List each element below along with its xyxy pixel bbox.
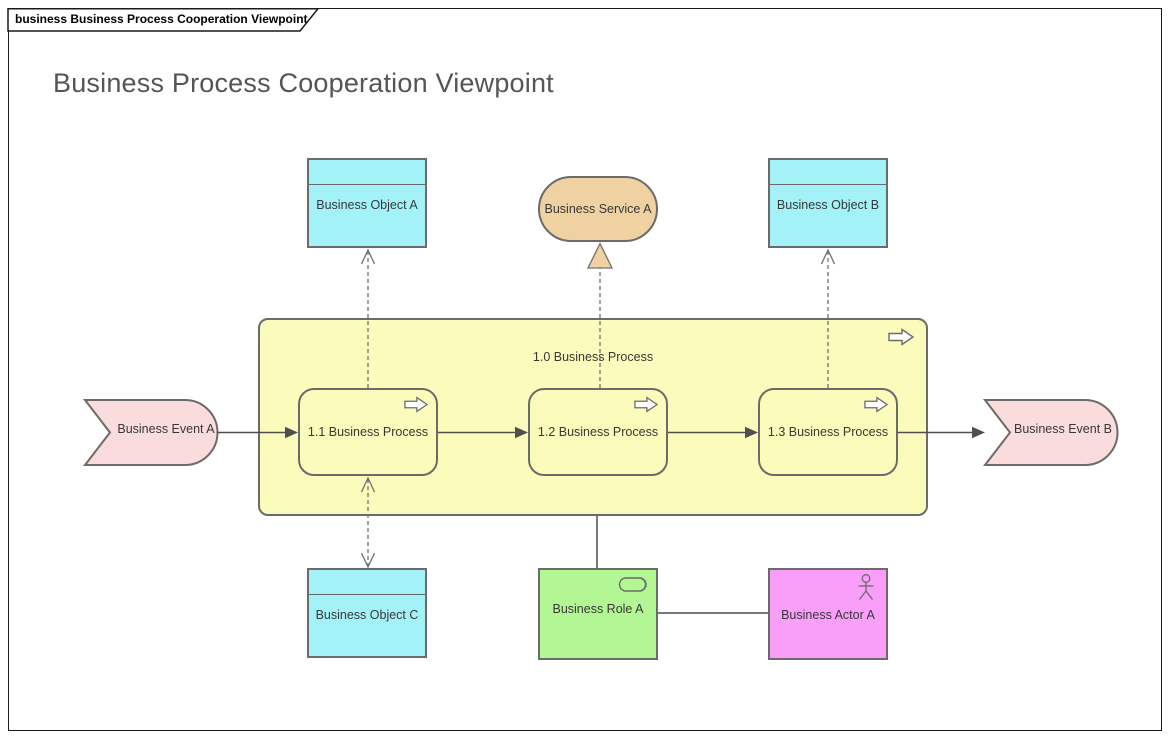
process-arrow-icon [634,396,659,418]
frame-tab-label: business Business Process Cooperation Vi… [15,12,308,26]
page-title: Business Process Cooperation Viewpoint [53,68,554,98]
business-object-c-label: Business Object C [315,608,419,622]
object-header-band [309,570,425,595]
process-1-3-label: 1.3 Business Process [767,425,889,439]
role-cylinder-icon [618,576,648,598]
node-business-object-a[interactable]: Business Object A [307,158,427,248]
business-service-a-label: Business Service A [544,202,652,216]
process-1-1-label: 1.1 Business Process [307,425,429,439]
object-header-band [770,160,886,185]
actor-stick-figure-icon [856,574,876,606]
business-event-b-label: Business Event B [1014,422,1112,436]
process-arrow-icon [404,396,429,418]
node-process-1-3[interactable]: 1.3 Business Process [758,388,898,476]
node-business-role-a[interactable]: Business Role A [538,568,658,660]
node-process-1-2[interactable]: 1.2 Business Process [528,388,668,476]
node-business-actor-a[interactable]: Business Actor A [768,568,888,660]
business-event-a-label: Business Event A [117,422,215,436]
process-arrow-icon [888,328,915,351]
business-object-b-label: Business Object B [776,198,880,212]
process-group-label: 1.0 Business Process [532,350,654,364]
object-header-band [309,160,425,185]
node-business-object-b[interactable]: Business Object B [768,158,888,248]
node-business-object-c[interactable]: Business Object C [307,568,427,658]
business-object-a-label: Business Object A [316,198,418,212]
node-process-1-1[interactable]: 1.1 Business Process [298,388,438,476]
business-actor-a-label: Business Actor A [781,608,875,622]
process-arrow-icon [864,396,889,418]
process-1-2-label: 1.2 Business Process [537,425,659,439]
business-role-a-label: Business Role A [552,602,644,616]
node-business-service-a[interactable]: Business Service A [538,176,658,242]
